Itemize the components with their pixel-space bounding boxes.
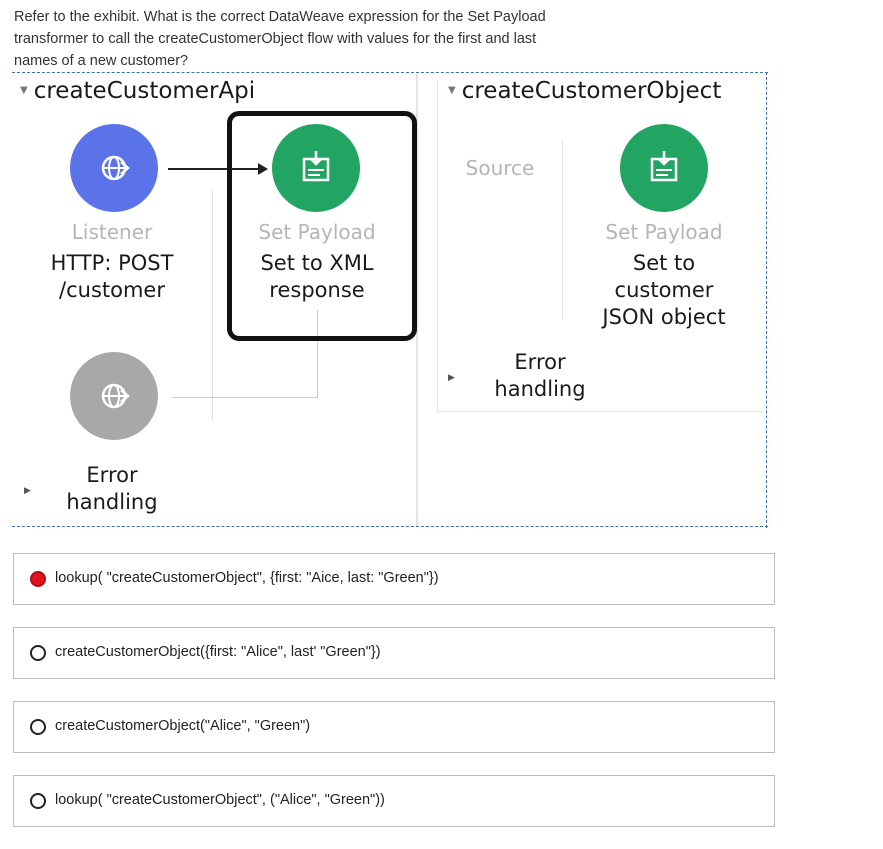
set-payload-type-label: Set Payload: [605, 220, 723, 244]
answer-option-4[interactable]: lookup( "createCustomerObject", ("Alice"…: [13, 775, 775, 827]
highlighted-component-box: [227, 111, 417, 341]
answer-option-2[interactable]: createCustomerObject({first: "Alice", la…: [13, 627, 775, 679]
set-payload-type-label: Set Payload: [258, 220, 376, 244]
source-separator: [562, 140, 563, 320]
left-flow-separator: [212, 190, 213, 420]
set-payload-label: Set to XML response: [260, 251, 374, 302]
exhibit-border-right: [766, 72, 767, 528]
expand-triangle-icon[interactable]: ▶: [448, 372, 455, 382]
listener-label: HTTP: POST /customer: [50, 251, 174, 302]
radio-icon[interactable]: [30, 793, 46, 809]
answer-option-text: lookup( "createCustomerObject", ("Alice"…: [55, 792, 385, 808]
source-placeholder[interactable]: Source: [465, 156, 535, 180]
connector-horizontal: [172, 397, 318, 398]
listener-globe-icon: [70, 124, 158, 212]
listener-type-label: Listener: [71, 220, 153, 244]
right-flow-border-left: [437, 80, 438, 412]
flow-divider: [416, 74, 418, 526]
set-payload-json-label: Set to customer JSON object: [602, 251, 726, 329]
exhibit-diagram: ▼createCustomerApi Listener HTTP: POST /…: [12, 70, 768, 532]
flow-arrow: [168, 168, 260, 170]
answer-option-text: lookup( "createCustomerObject", {first: …: [55, 570, 439, 586]
arrow-head-icon: [258, 163, 268, 175]
flow-title-createCustomerApi: ▼createCustomerApi: [20, 78, 256, 104]
radio-selected-icon[interactable]: [30, 571, 46, 587]
answer-option-text: createCustomerObject({first: "Alice", la…: [55, 644, 381, 660]
question-line-1: Refer to the exhibit. What is the correc…: [14, 9, 546, 25]
radio-icon[interactable]: [30, 645, 46, 661]
right-flow-border-bottom: [437, 411, 763, 412]
answer-option-1[interactable]: lookup( "createCustomerObject", {first: …: [13, 553, 775, 605]
set-payload-icon[interactable]: [272, 124, 360, 212]
set-payload-icon[interactable]: [620, 124, 708, 212]
radio-icon[interactable]: [30, 719, 46, 735]
connector-vertical: [317, 310, 318, 398]
left-error-handling-label[interactable]: Error handling: [66, 463, 158, 514]
flow-title-createCustomerObject: ▼createCustomerObject: [448, 78, 722, 104]
question-text: Refer to the exhibit. What is the correc…: [14, 6, 614, 72]
question-line-3: names of a new customer?: [14, 53, 189, 69]
exhibit-border-bottom: [12, 526, 768, 527]
answer-option-3[interactable]: createCustomerObject("Alice", "Green"): [13, 701, 775, 753]
exhibit-border-top: [12, 72, 768, 73]
answer-option-text: createCustomerObject("Alice", "Green"): [55, 718, 311, 734]
right-error-handling-label[interactable]: Error handling: [494, 350, 586, 401]
error-listener-globe-icon: [70, 352, 158, 440]
expand-triangle-icon[interactable]: ▶: [24, 485, 31, 495]
collapse-triangle-icon[interactable]: ▼: [448, 85, 456, 96]
collapse-triangle-icon[interactable]: ▼: [20, 85, 28, 96]
question-line-2: transformer to call the createCustomerOb…: [14, 31, 537, 47]
